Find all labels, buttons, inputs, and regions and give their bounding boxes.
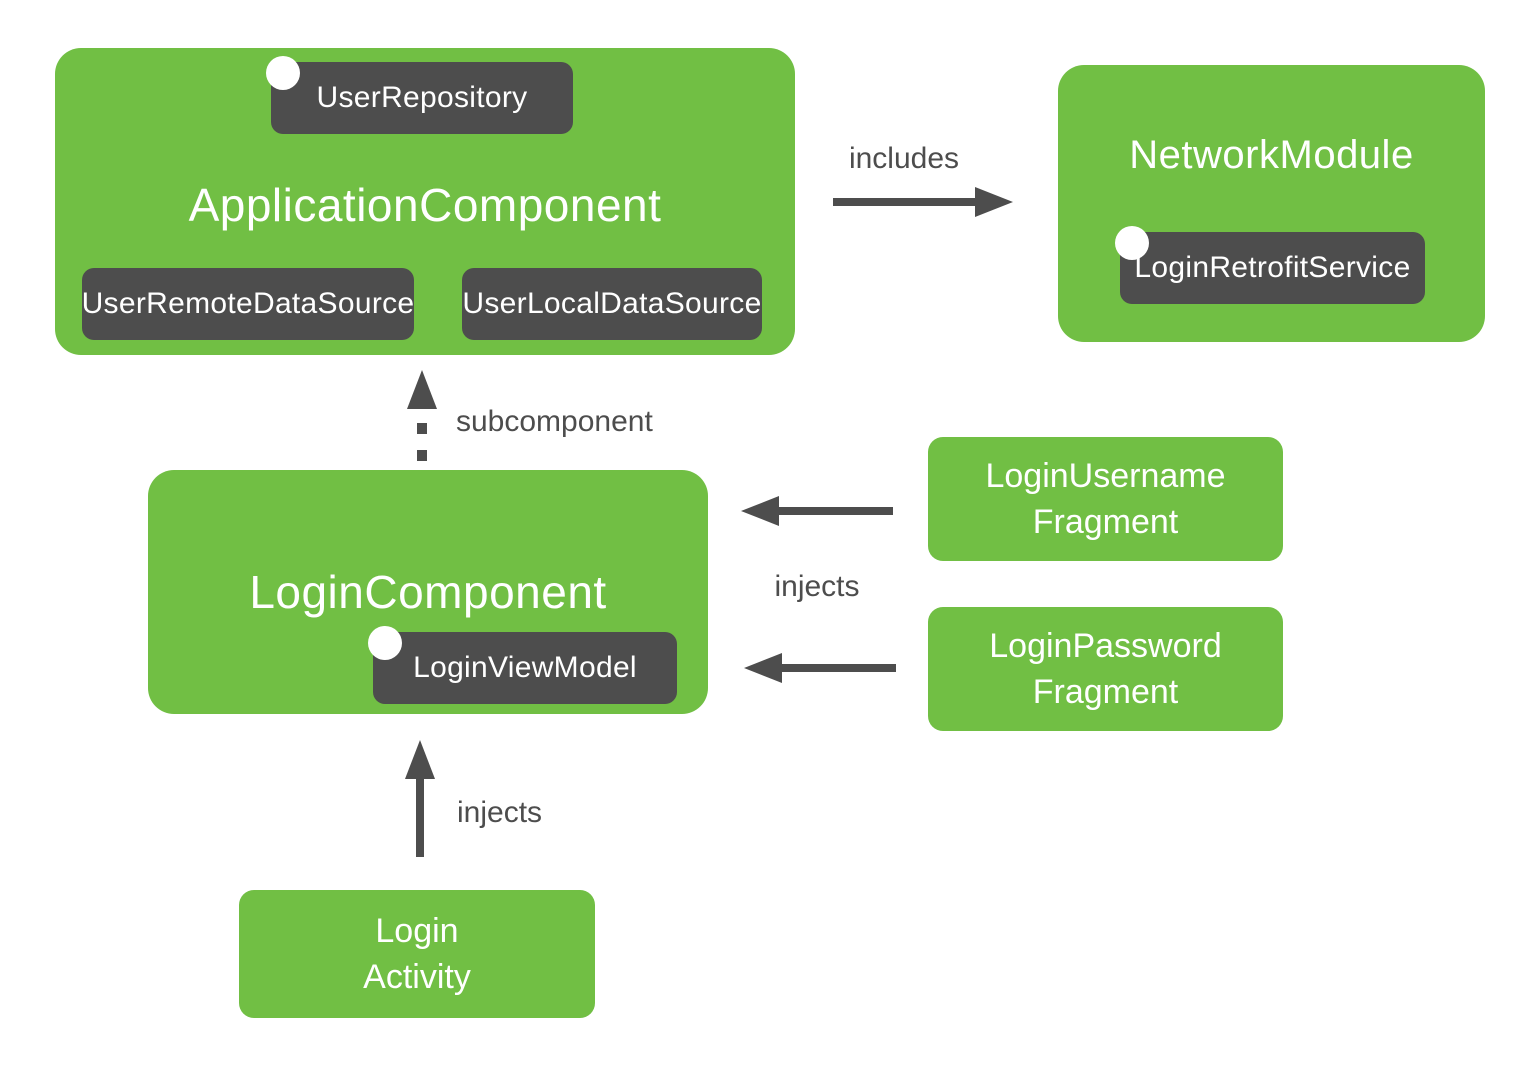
login-username-fragment-line2: Fragment (1032, 503, 1179, 541)
injects-password-arrow-line (781, 664, 896, 672)
login-retrofit-service-label: LoginRetrofitService (1134, 251, 1411, 284)
login-component-title: LoginComponent (249, 566, 607, 618)
user-local-data-source-badge: UserLocalDataSource (462, 268, 762, 340)
login-activity-line1: Login (375, 912, 459, 950)
application-component-box: UserRepository ApplicationComponent User… (55, 48, 795, 355)
login-view-model-label: LoginViewModel (413, 651, 637, 684)
login-password-fragment-line1: LoginPassword (989, 627, 1222, 665)
injects-username-arrow-line (778, 507, 893, 515)
includes-edge-label: includes (848, 142, 960, 175)
injects-activity-arrow-head-icon (405, 740, 435, 779)
network-module-box: NetworkModule LoginRetrofitService (1058, 65, 1485, 342)
user-repository-badge: UserRepository (266, 56, 573, 134)
injects-username-arrow-head-icon (741, 496, 779, 526)
login-username-fragment-box: LoginUsername Fragment (928, 437, 1283, 561)
user-remote-data-source-label: UserRemoteDataSource (81, 287, 415, 320)
injects-fragments-edge-label: injects (774, 570, 860, 603)
user-local-data-source-label: UserLocalDataSource (462, 287, 762, 320)
includes-arrow-line (833, 198, 977, 206)
login-activity-line2: Activity (363, 958, 471, 996)
login-password-fragment-line2: Fragment (1032, 673, 1179, 711)
includes-arrow-head-icon (975, 187, 1013, 217)
login-view-model-badge: LoginViewModel (368, 626, 677, 704)
network-module-title: NetworkModule (1129, 133, 1414, 177)
user-remote-data-source-badge: UserRemoteDataSource (82, 268, 414, 340)
injects-activity-arrow-line (416, 778, 424, 857)
provision-dot-icon (266, 56, 300, 90)
subcomponent-edge-label: subcomponent (456, 405, 653, 438)
user-repository-label: UserRepository (316, 81, 528, 114)
login-retrofit-service-badge: LoginRetrofitService (1115, 226, 1425, 304)
injects-password-arrow-head-icon (744, 653, 782, 683)
login-activity-box: Login Activity (239, 890, 595, 1018)
subcomponent-arrow-dash (417, 450, 427, 461)
login-component-box: LoginComponent LoginViewModel (148, 470, 708, 714)
login-password-fragment-box: LoginPassword Fragment (928, 607, 1283, 731)
subcomponent-arrow-dash (417, 423, 427, 434)
provision-dot-icon (368, 626, 402, 660)
application-component-title: ApplicationComponent (188, 179, 662, 231)
provision-dot-icon (1115, 226, 1149, 260)
injects-activity-edge-label: injects (457, 796, 543, 829)
login-username-fragment-line1: LoginUsername (985, 457, 1226, 495)
subcomponent-arrow-head-icon (407, 370, 437, 409)
